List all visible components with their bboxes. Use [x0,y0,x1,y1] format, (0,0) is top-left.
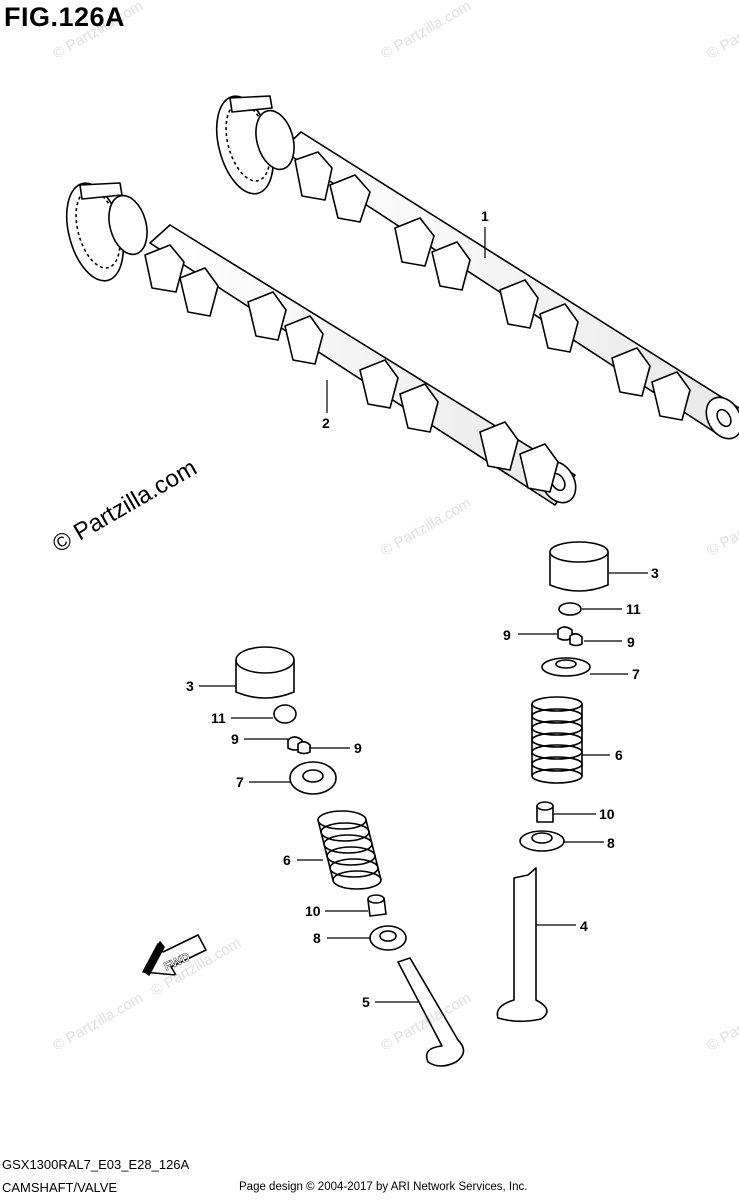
callout-number: 8 [607,835,615,851]
camshaft-2-lobe [144,244,185,293]
callout-number: 9 [354,740,362,756]
camshaft-1-lobe [329,174,371,223]
callout-number: 7 [632,666,640,682]
valve-shim-right [558,602,582,616]
camshaft-1-lobe [611,347,651,397]
callout-number: 11 [211,710,226,726]
intake-valve [397,957,465,1067]
fwd-arrow-icon [142,934,207,976]
camshaft-2-lobe [479,421,519,471]
page-credit: Page design © 2004-2017 by ARI Network S… [239,1181,528,1193]
camshaft-2 [65,182,577,506]
callout-number: 1 [481,208,489,224]
camshaft-2-lobe [519,443,559,493]
camshaft-2-lobe [179,267,219,317]
camshaft-2-lobe [284,315,324,365]
camshaft-2-lobe [359,359,399,409]
section-name: CAMSHAFT/VALVE [2,1180,118,1195]
camshaft-2-lobe [247,291,287,341]
leader-lines [199,227,648,1003]
callout-number: 2 [322,415,330,431]
valve-spring-left [317,810,382,890]
callout-number: 9 [503,627,511,643]
valve-tappet-right [549,551,609,592]
camshaft-1-lobe [431,241,471,291]
callout-number: 3 [651,565,659,581]
camshaft-1-lobe [651,371,691,421]
valve-spring-right [531,696,583,784]
camshaft-1-lobe [539,303,579,353]
callout-number: 6 [615,747,623,763]
valve-shim-left [273,704,297,724]
camshaft-2-lobe [399,383,439,433]
callout-number: 7 [236,774,244,790]
camshaft-1-lobe [499,279,539,329]
camshaft-1-lobe [294,151,333,201]
valve-assembly-right [496,541,609,1023]
callout-number: 8 [313,930,321,946]
callout-number: 9 [231,731,239,747]
callout-number: 4 [580,918,588,934]
exhaust-valve [496,867,548,1023]
valve-assembly-left [235,646,465,1067]
camshaft-1-lobe [394,217,435,267]
callout-number: 10 [599,806,615,822]
figure-title: FIG.126A [4,2,126,32]
callout-number: 9 [627,634,635,650]
callout-number: 10 [305,903,321,919]
callout-number: 5 [362,994,370,1010]
callout-number: 11 [626,601,641,617]
callout-number: 3 [186,678,194,694]
callout-number: 6 [283,852,291,868]
camshaft-1 [215,95,739,440]
model-code: GSX1300RAL7_E03_E28_126A [2,1157,190,1172]
